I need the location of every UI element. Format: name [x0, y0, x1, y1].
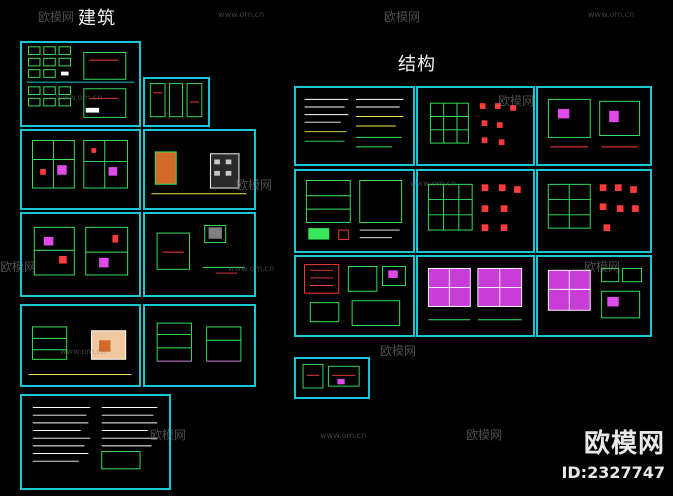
- arch-sheet-details-drawing: [149, 83, 203, 118]
- watermark-brand: 欧模网: [498, 94, 535, 108]
- watermark-brand: 欧模网: [150, 428, 187, 442]
- struct-sheet-extra-drawing: [302, 363, 360, 389]
- arch-sheet-notes-drawing: [32, 407, 158, 470]
- arch-sheet-plan-1-drawing: [32, 140, 129, 189]
- arch-sheet-elevation-1[interactable]: [20, 304, 141, 387]
- watermark-brand: 欧模网: [0, 260, 37, 274]
- struct-sheet-slab-1-drawing: [547, 98, 641, 148]
- architecture-group-label: 建筑: [78, 8, 116, 29]
- struct-sheet-columns[interactable]: [294, 169, 415, 253]
- arch-sheet-render[interactable]: [143, 129, 256, 210]
- struct-sheet-roof[interactable]: [536, 255, 652, 337]
- struct-sheet-beams-1-drawing: [427, 183, 521, 231]
- watermark-brand: 欧模网: [380, 344, 417, 358]
- struct-sheet-stair[interactable]: [294, 255, 415, 337]
- arch-sheet-site-drawing: [156, 224, 245, 274]
- arch-sheet-elevation-2[interactable]: [143, 304, 256, 387]
- arch-sheet-index-drawing: [26, 46, 135, 118]
- struct-sheet-notes[interactable]: [294, 86, 415, 166]
- struct-sheet-foundation-drawing: [429, 102, 516, 145]
- structure-group-label: 结构: [398, 54, 436, 75]
- struct-sheet-slab-2-drawing: [427, 267, 523, 321]
- arch-sheet-plan-2-drawing: [33, 226, 129, 276]
- corner-model-id: ID:2327747: [561, 463, 665, 482]
- arch-sheet-site[interactable]: [143, 212, 256, 297]
- struct-sheet-beams-2-drawing: [547, 183, 639, 231]
- struct-sheet-beams-1[interactable]: [416, 169, 535, 253]
- watermark-url: www.om.cn: [320, 431, 367, 440]
- arch-sheet-index[interactable]: [20, 41, 141, 127]
- struct-sheet-columns-drawing: [305, 180, 403, 241]
- corner-brand-logo: 欧模网: [583, 429, 665, 459]
- struct-sheet-stair-drawing: [304, 264, 406, 326]
- watermark-url: www.om.cn: [60, 347, 107, 356]
- watermark-brand: 欧模网: [236, 178, 273, 192]
- struct-sheet-roof-drawing: [547, 267, 643, 319]
- arch-sheet-plan-1[interactable]: [20, 129, 141, 210]
- watermark-url: www.om.cn: [228, 264, 275, 273]
- watermark-url: www.om.cn: [56, 93, 103, 102]
- arch-sheet-notes[interactable]: [20, 394, 171, 490]
- watermark-brand: 欧模网: [466, 428, 503, 442]
- arch-sheet-plan-2[interactable]: [20, 212, 141, 297]
- watermark-brand: 欧模网: [584, 260, 621, 274]
- arch-sheet-render-drawing: [151, 151, 247, 195]
- arch-sheet-elevation-1-drawing: [28, 326, 132, 376]
- struct-sheet-notes-drawing: [304, 98, 404, 148]
- arch-sheet-elevation-2-drawing: [156, 322, 242, 362]
- struct-sheet-beams-2[interactable]: [536, 169, 652, 253]
- struct-sheet-slab-2[interactable]: [416, 255, 535, 337]
- watermark-brand: 欧模网: [38, 10, 75, 24]
- struct-sheet-foundation[interactable]: [416, 86, 535, 166]
- watermark-brand: 欧模网: [384, 10, 421, 24]
- struct-sheet-slab-1[interactable]: [536, 86, 652, 166]
- watermark-url: www.om.cn: [410, 179, 457, 188]
- watermark-url: www.om.cn: [218, 10, 265, 19]
- struct-sheet-extra[interactable]: [294, 357, 370, 399]
- arch-sheet-details[interactable]: [143, 77, 210, 127]
- watermark-url: www.om.cn: [588, 10, 635, 19]
